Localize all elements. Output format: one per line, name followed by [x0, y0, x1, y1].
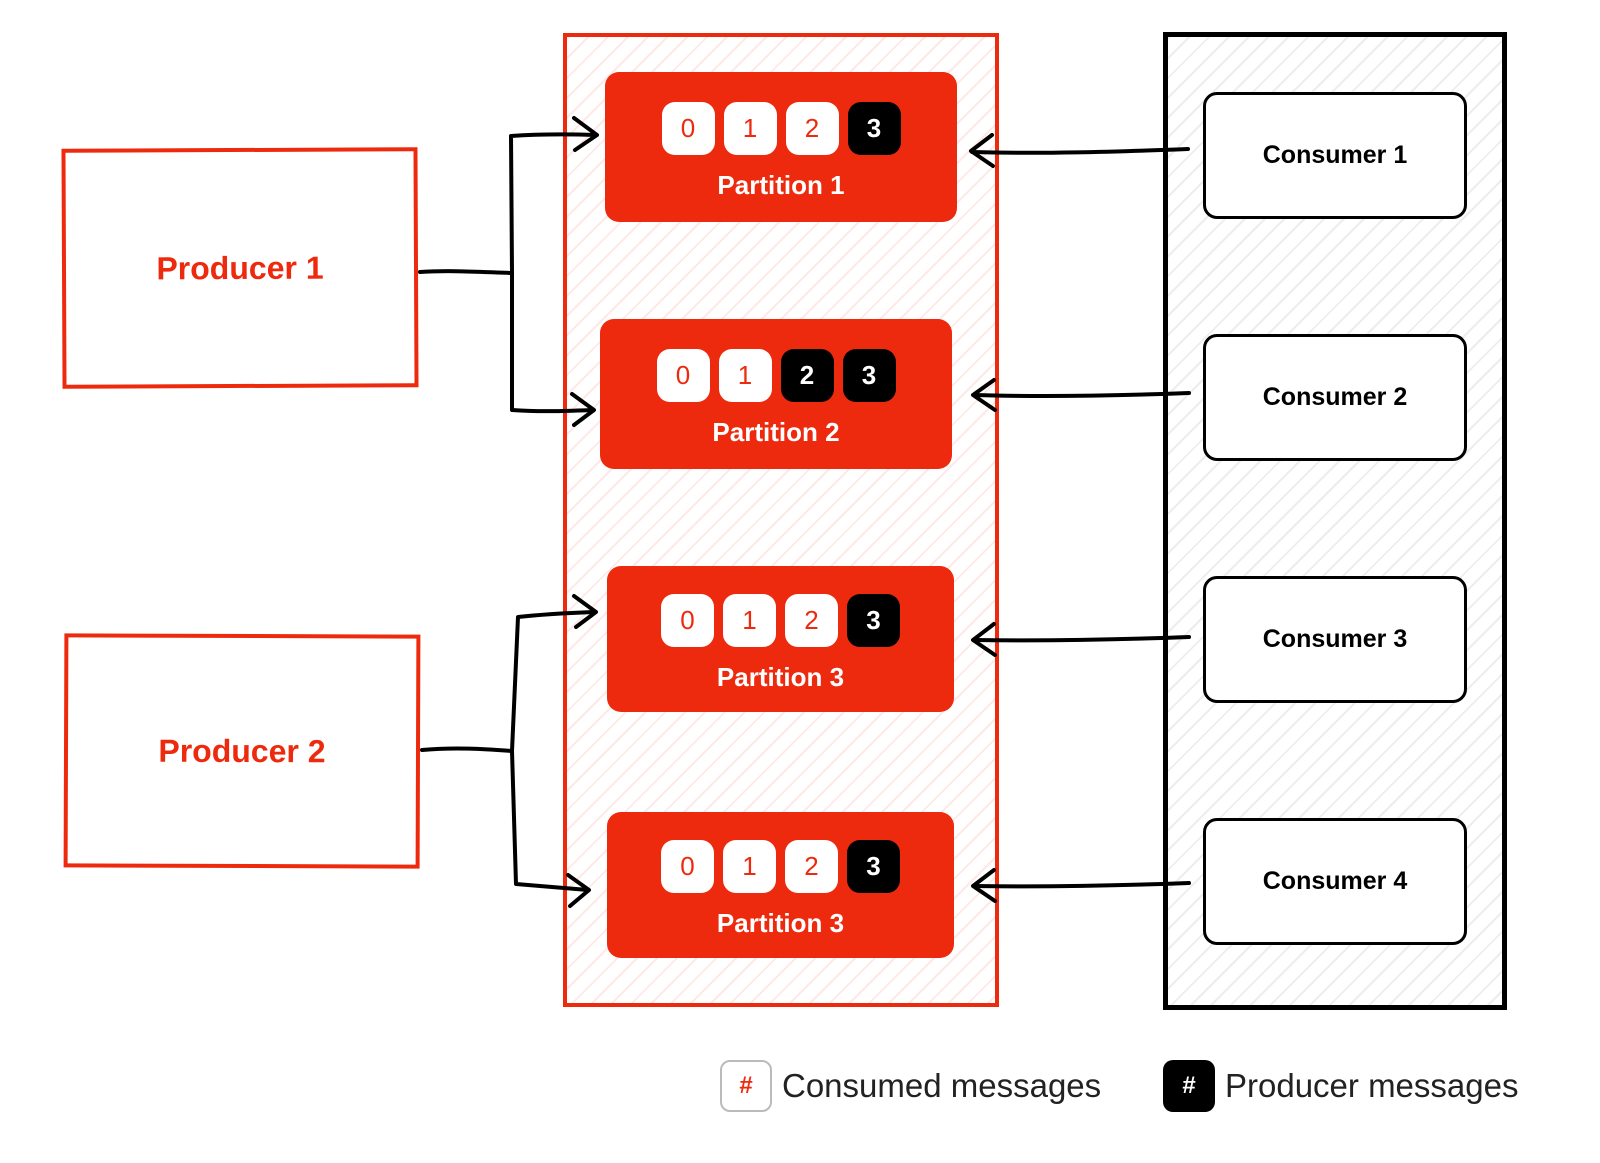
partition-3: 0 1 2 3 Partition 3: [607, 566, 954, 712]
producer-1-link: [418, 269, 514, 275]
producer-2-box: Producer 2: [63, 633, 421, 869]
message-offset: 0: [661, 840, 714, 893]
message-offset: 0: [656, 349, 710, 402]
message-offset: 0: [661, 102, 715, 155]
consumer-1-box: Consumer 1: [1203, 92, 1467, 219]
message-offset: 2: [785, 840, 838, 893]
message-offset: 1: [718, 349, 772, 402]
message-offset: 1: [723, 840, 776, 893]
partition-3-label: Partition 3: [716, 662, 845, 692]
message-offset: 2: [785, 594, 838, 647]
consumer-4-box: Consumer 4: [1203, 818, 1467, 945]
message-offset: 3: [847, 840, 900, 893]
consumer-3-to-partition-3-arrow: [972, 635, 1191, 643]
legend-consumed: # Consumed messages: [720, 1060, 1101, 1112]
partition-2-label: Partition 2: [712, 417, 840, 447]
partition-4: 0 1 2 3 Partition 3: [607, 812, 954, 958]
message-offset: 1: [723, 102, 777, 155]
partition-3-messages: 0 1 2 3: [607, 594, 954, 647]
consumer-2-box: Consumer 2: [1203, 334, 1467, 461]
message-offset: 3: [842, 349, 896, 402]
producer-1-label: Producer 1: [156, 249, 324, 286]
consumer-1-to-partition-1-arrow: [970, 147, 1190, 155]
consumer-4-label: Consumer 4: [1262, 867, 1408, 895]
message-offset: 1: [723, 594, 776, 647]
partition-1-label: Partition 1: [717, 170, 845, 200]
consumer-2-label: Consumer 2: [1262, 383, 1408, 411]
legend-consumed-label: Consumed messages: [782, 1067, 1102, 1104]
partition-4-messages: 0 1 2 3: [607, 840, 954, 893]
partition-4-label: Partition 3: [716, 908, 845, 938]
legend-consumed-swatch: #: [720, 1060, 772, 1112]
message-offset: 3: [847, 102, 901, 155]
partition-2: 0 1 2 3 Partition 2: [600, 319, 952, 469]
partition-1-messages: 0 1 2 3: [605, 102, 957, 155]
consumer-2-to-partition-2-arrow: [972, 391, 1191, 399]
message-offset: 3: [847, 594, 900, 647]
legend-produced-swatch: #: [1163, 1060, 1215, 1112]
message-offset: 2: [785, 102, 839, 155]
message-offset: 0: [661, 594, 714, 647]
producer-2-link: [420, 746, 514, 753]
producer-1-box: Producer 1: [61, 147, 419, 389]
message-offset: 2: [780, 349, 834, 402]
consumer-3-box: Consumer 3: [1203, 576, 1467, 703]
legend-produced: # Producer messages: [1163, 1060, 1518, 1112]
consumer-3-label: Consumer 3: [1262, 625, 1408, 653]
partition-1: 0 1 2 3 Partition 1: [605, 72, 957, 222]
consumer-1-label: Consumer 1: [1262, 141, 1408, 169]
legend-produced-label: Producer messages: [1225, 1067, 1519, 1104]
producer-2-label: Producer 2: [158, 732, 326, 769]
partition-2-messages: 0 1 2 3: [600, 349, 952, 402]
consumer-4-to-partition-4-arrow: [972, 881, 1191, 889]
